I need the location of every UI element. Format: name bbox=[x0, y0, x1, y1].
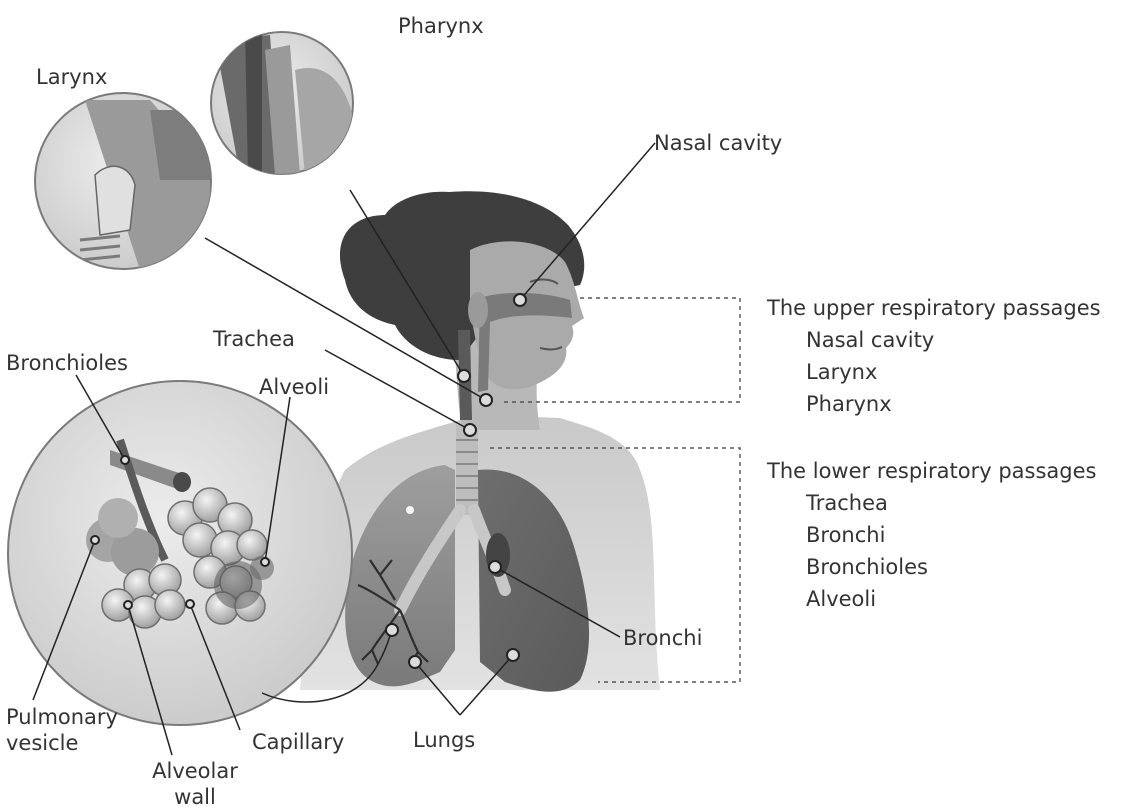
legend-item: Bronchi bbox=[767, 519, 1096, 551]
pharynx-inset bbox=[211, 30, 360, 175]
legend-item: Pharynx bbox=[767, 388, 1101, 420]
label-alveolar-wall: Alveolar wall bbox=[140, 758, 250, 810]
label-capillary: Capillary bbox=[252, 729, 344, 755]
legend-item: Trachea bbox=[767, 487, 1096, 519]
label-larynx: Larynx bbox=[36, 64, 107, 90]
legend-item: Alveoli bbox=[767, 583, 1096, 615]
larynx-inset bbox=[35, 93, 211, 270]
legend-lower: The lower respiratory passages Trachea B… bbox=[767, 455, 1096, 615]
label-lungs: Lungs bbox=[413, 727, 475, 753]
legend-item: Larynx bbox=[767, 356, 1101, 388]
label-alveoli: Alveoli bbox=[259, 374, 329, 400]
legend-lower-title: The lower respiratory passages bbox=[767, 455, 1096, 487]
label-trachea: Trachea bbox=[213, 326, 295, 352]
label-pulmonary-vesicle: Pulmonary vesicle bbox=[6, 704, 118, 756]
alveoli-inset bbox=[8, 381, 352, 725]
label-nasal-cavity: Nasal cavity bbox=[654, 130, 782, 156]
label-bronchioles: Bronchioles bbox=[6, 350, 128, 376]
legend-item: Bronchioles bbox=[767, 551, 1096, 583]
label-pharynx: Pharynx bbox=[398, 13, 484, 39]
label-bronchi: Bronchi bbox=[623, 625, 702, 651]
legend-upper-title: The upper respiratory passages bbox=[767, 292, 1101, 324]
legend-item: Nasal cavity bbox=[767, 324, 1101, 356]
legend-upper: The upper respiratory passages Nasal cav… bbox=[767, 292, 1101, 420]
